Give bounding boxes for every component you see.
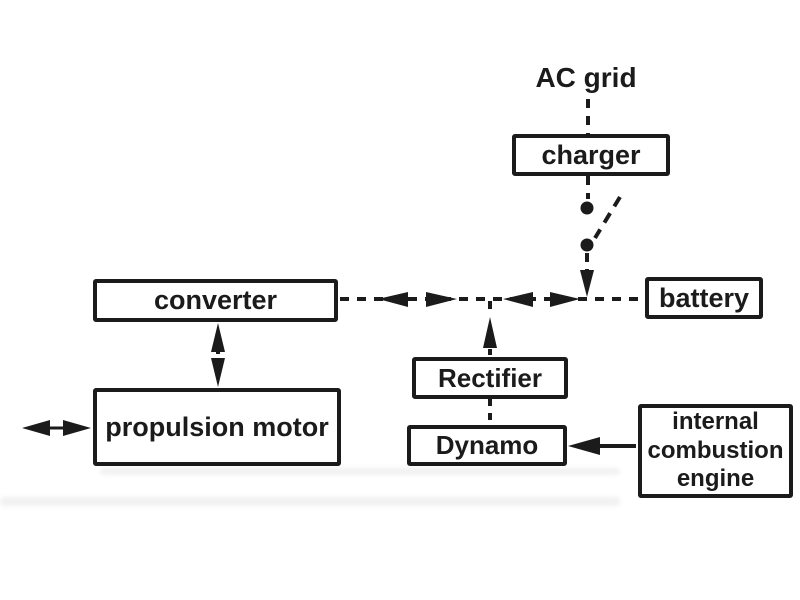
node-battery: battery <box>645 277 763 319</box>
switch-contact-dot-top <box>580 201 594 215</box>
arrowhead-into-converter <box>211 323 225 352</box>
node-rectifier-label: Rectifier <box>437 362 543 393</box>
node-propulsion-motor-label: propulsion motor <box>105 411 329 442</box>
arrowhead-bus-right-2 <box>550 292 580 307</box>
arrowhead-rectifier-up <box>483 317 497 348</box>
scan-artifact-strip-1 <box>100 468 620 475</box>
node-converter: converter <box>93 279 338 322</box>
node-ac-grid-label: AC grid <box>535 62 637 93</box>
node-engine: internal combustion engine <box>638 404 793 498</box>
node-propulsion-motor: propulsion motor <box>93 388 341 466</box>
node-rectifier: Rectifier <box>412 357 568 399</box>
node-converter-label: converter <box>153 285 278 316</box>
switch-contact-dot-bottom <box>580 238 594 252</box>
arrowhead-into-motor <box>211 358 225 387</box>
arrowhead-bus-left-2 <box>503 292 533 307</box>
node-charger-label: charger <box>541 139 641 170</box>
arrowhead-into-dynamo <box>568 437 600 455</box>
switch-blade <box>593 195 622 240</box>
node-dynamo-label: Dynamo <box>435 430 539 461</box>
node-engine-label: internal combustion engine <box>647 408 784 493</box>
node-charger: charger <box>512 134 670 176</box>
scan-artifact-strip-2 <box>0 497 620 506</box>
arrowhead-bus-left-1 <box>378 292 408 307</box>
arrowhead-bus-right-1 <box>426 292 457 307</box>
arrowhead-drive-right <box>63 420 91 436</box>
arrowhead-drive-left <box>22 420 50 436</box>
node-dynamo: Dynamo <box>407 425 567 466</box>
node-battery-label: battery <box>658 282 750 313</box>
arrowhead-switch-down <box>580 270 594 297</box>
